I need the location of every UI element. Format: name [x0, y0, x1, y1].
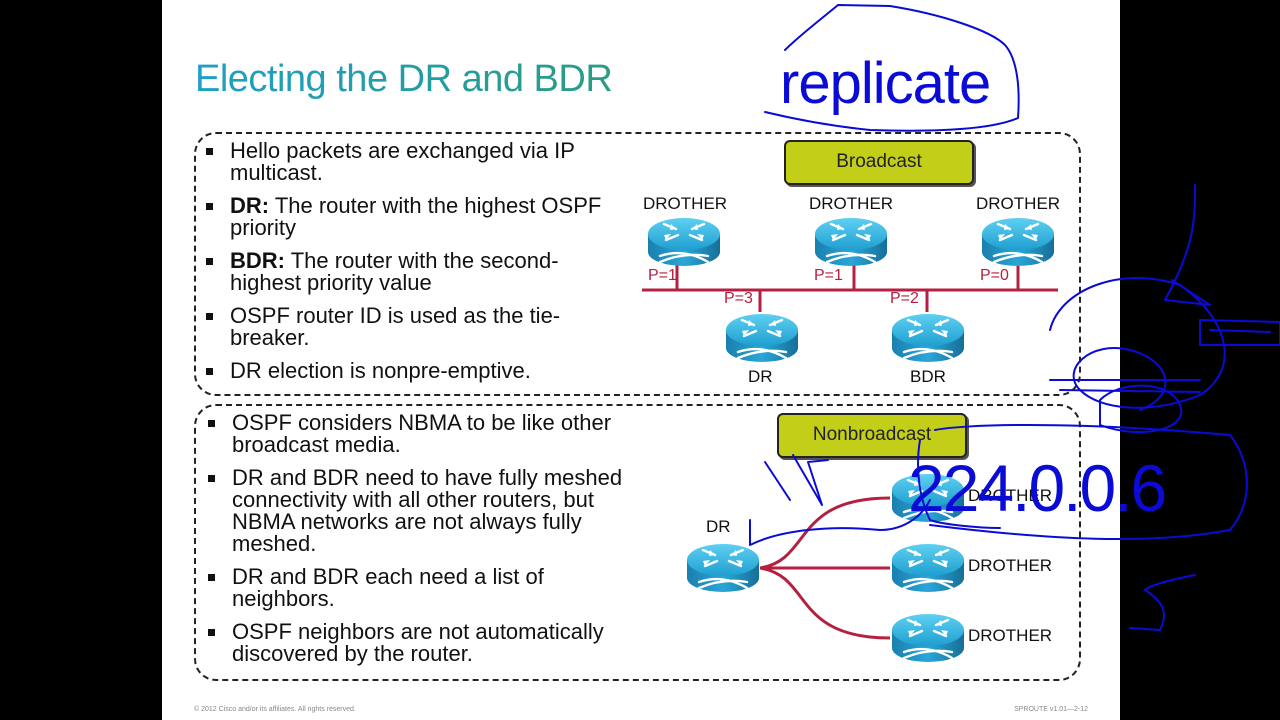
bullet-item: DR: The router with the highest OSPF pri… — [204, 195, 604, 239]
priority-label: P=2 — [890, 290, 919, 307]
bullet-item: Hello packets are exchanged via IP multi… — [204, 140, 604, 184]
ink-stroke — [1199, 319, 1280, 346]
router-icon — [890, 540, 966, 596]
nonbroadcast-bullet-list: OSPF considers NBMA to be like other bro… — [206, 412, 646, 676]
router-role-label: DROTHER — [976, 194, 1061, 213]
bullet-item: OSPF considers NBMA to be like other bro… — [206, 412, 646, 456]
router-role-label: DROTHER — [643, 194, 728, 213]
router-role-label: DROTHER — [968, 486, 1053, 505]
bullet-item: DR and BDR need to have fully meshed con… — [206, 467, 646, 555]
broadcast-links — [642, 262, 1058, 640]
priority-label: P=1 — [814, 267, 843, 284]
bullet-item: OSPF neighbors are not automatically dis… — [206, 621, 646, 665]
bullet-item: DR and BDR each need a list of neighbors… — [206, 566, 646, 610]
router-role-label: DROTHER — [968, 556, 1053, 575]
broadcast-bullet-list: Hello packets are exchanged via IP multi… — [204, 140, 604, 393]
ink-stroke — [1129, 574, 1196, 631]
bullet-item: DR election is nonpre-emptive. — [204, 360, 604, 382]
link — [759, 496, 891, 570]
priority-label: P=1 — [648, 267, 677, 284]
bullet-item: BDR: The router with the second-highest … — [204, 250, 604, 294]
ink-stroke — [1164, 184, 1211, 306]
copyright-footer: © 2012 Cisco and/or its affiliates. All … — [194, 706, 356, 713]
link — [759, 566, 891, 640]
nonbroadcast-panel — [194, 404, 1081, 681]
router-icon — [646, 214, 722, 270]
priority-label: P=0 — [980, 267, 1009, 284]
nonbroadcast-label: Nonbroadcast — [777, 413, 967, 458]
router-role-label: DROTHER — [968, 626, 1053, 645]
slide-number-footer: SPROUTE v1.01—2-12 — [1014, 706, 1088, 713]
slide-title: Electing the DR and BDR — [195, 58, 613, 100]
router-icon — [890, 610, 966, 666]
broadcast-label: Broadcast — [784, 140, 974, 185]
router-icon — [724, 310, 800, 366]
router-role-label: DR — [706, 517, 731, 536]
router-role-label: DROTHER — [809, 194, 894, 213]
priority-label: P=3 — [724, 290, 753, 307]
router-icon — [890, 470, 966, 526]
bullet-item: OSPF router ID is used as the tie-breake… — [204, 305, 604, 349]
router-icon — [980, 214, 1056, 270]
router-icon — [813, 214, 889, 270]
router-icon — [685, 540, 761, 596]
slide: Electing the DR and BDR Hello packets ar… — [162, 0, 1120, 720]
router-role-label: DR — [748, 367, 773, 386]
broadcast-panel — [194, 132, 1081, 396]
router-icon — [890, 310, 966, 366]
router-role-label: BDR — [910, 367, 946, 386]
